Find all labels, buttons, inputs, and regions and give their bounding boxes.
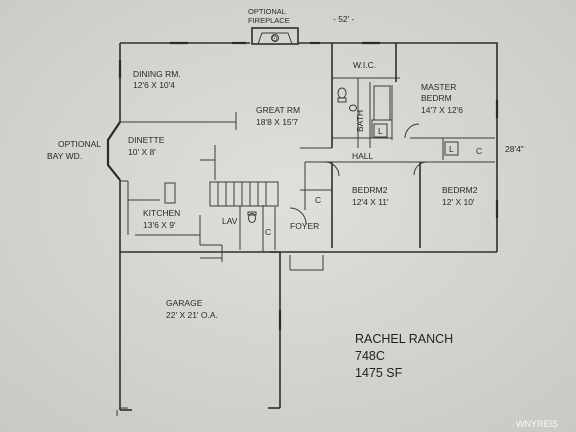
door-swings: [289, 123, 428, 225]
closet-c-bedroom: C: [315, 195, 321, 205]
plan-square-footage: 1475 SF: [355, 366, 403, 380]
watermark: WNYREIS: [516, 419, 558, 429]
window-marks: [116, 41, 499, 416]
bedroom2-b-size: 12' X 10': [442, 197, 475, 207]
kitchen-name: KITCHEN: [143, 208, 180, 218]
closet-c-lav: C: [265, 227, 271, 237]
master-bedroom-name-line1: MASTER: [421, 82, 456, 92]
bedroom2-b-name: BEDRM2: [442, 185, 478, 195]
overall-width-dimension: - 52' -: [333, 14, 355, 24]
hall-name: HALL: [352, 151, 374, 161]
dining-room-size: 12'6 X 10'4: [133, 80, 175, 90]
linen-l-hall-box: [444, 141, 459, 156]
master-bedroom-name-line2: BEDRM: [421, 93, 452, 103]
bath-name: BATH: [355, 110, 365, 132]
garage-size: 22' X 21' O.A.: [166, 310, 218, 320]
linen-l-hall: L: [449, 144, 454, 154]
garage-name: GARAGE: [166, 298, 203, 308]
great-room-name: GREAT RM: [256, 105, 300, 115]
bay-window-label-line2: BAY WD.: [47, 151, 82, 161]
dinette-name: DINETTE: [128, 135, 165, 145]
foyer-name: FOYER: [290, 221, 319, 231]
fireplace-icon: [251, 27, 299, 45]
dinette-size: 10' X 8': [128, 147, 156, 157]
exterior-walls: [106, 42, 498, 411]
bedroom2-a-size: 12'4 X 11': [352, 197, 389, 207]
lav-name: LAV: [222, 216, 238, 226]
master-bedroom-size: 14'7 X 12'6: [421, 105, 463, 115]
depth-dimension: 28'4": [505, 144, 524, 154]
bath-fixtures: [247, 85, 393, 223]
linen-l-bath-box: [373, 123, 388, 138]
plan-title: RACHEL RANCH: [355, 332, 453, 346]
kitchen-size: 13'6 X 9': [143, 220, 176, 230]
wic-name: W.I.C.: [353, 60, 376, 70]
fireplace-toilet-mark: ⊙: [271, 33, 278, 43]
linen-l-bath: L: [378, 126, 383, 136]
stairs: [209, 181, 279, 207]
bedroom2-a-name: BEDRM2: [352, 185, 388, 195]
closet-c-master: C: [476, 146, 482, 156]
interior-walls: [120, 43, 495, 262]
plan-model-number: 748C: [355, 349, 385, 363]
great-room-size: 18'8 X 15'7: [256, 117, 298, 127]
bay-window-label-line1: OPTIONAL: [58, 139, 101, 149]
fireplace-label-line2: FIREPLACE: [248, 16, 290, 25]
fireplace-label-line1: OPTIONAL: [248, 7, 286, 16]
dining-room-name: DINING RM.: [133, 69, 181, 79]
